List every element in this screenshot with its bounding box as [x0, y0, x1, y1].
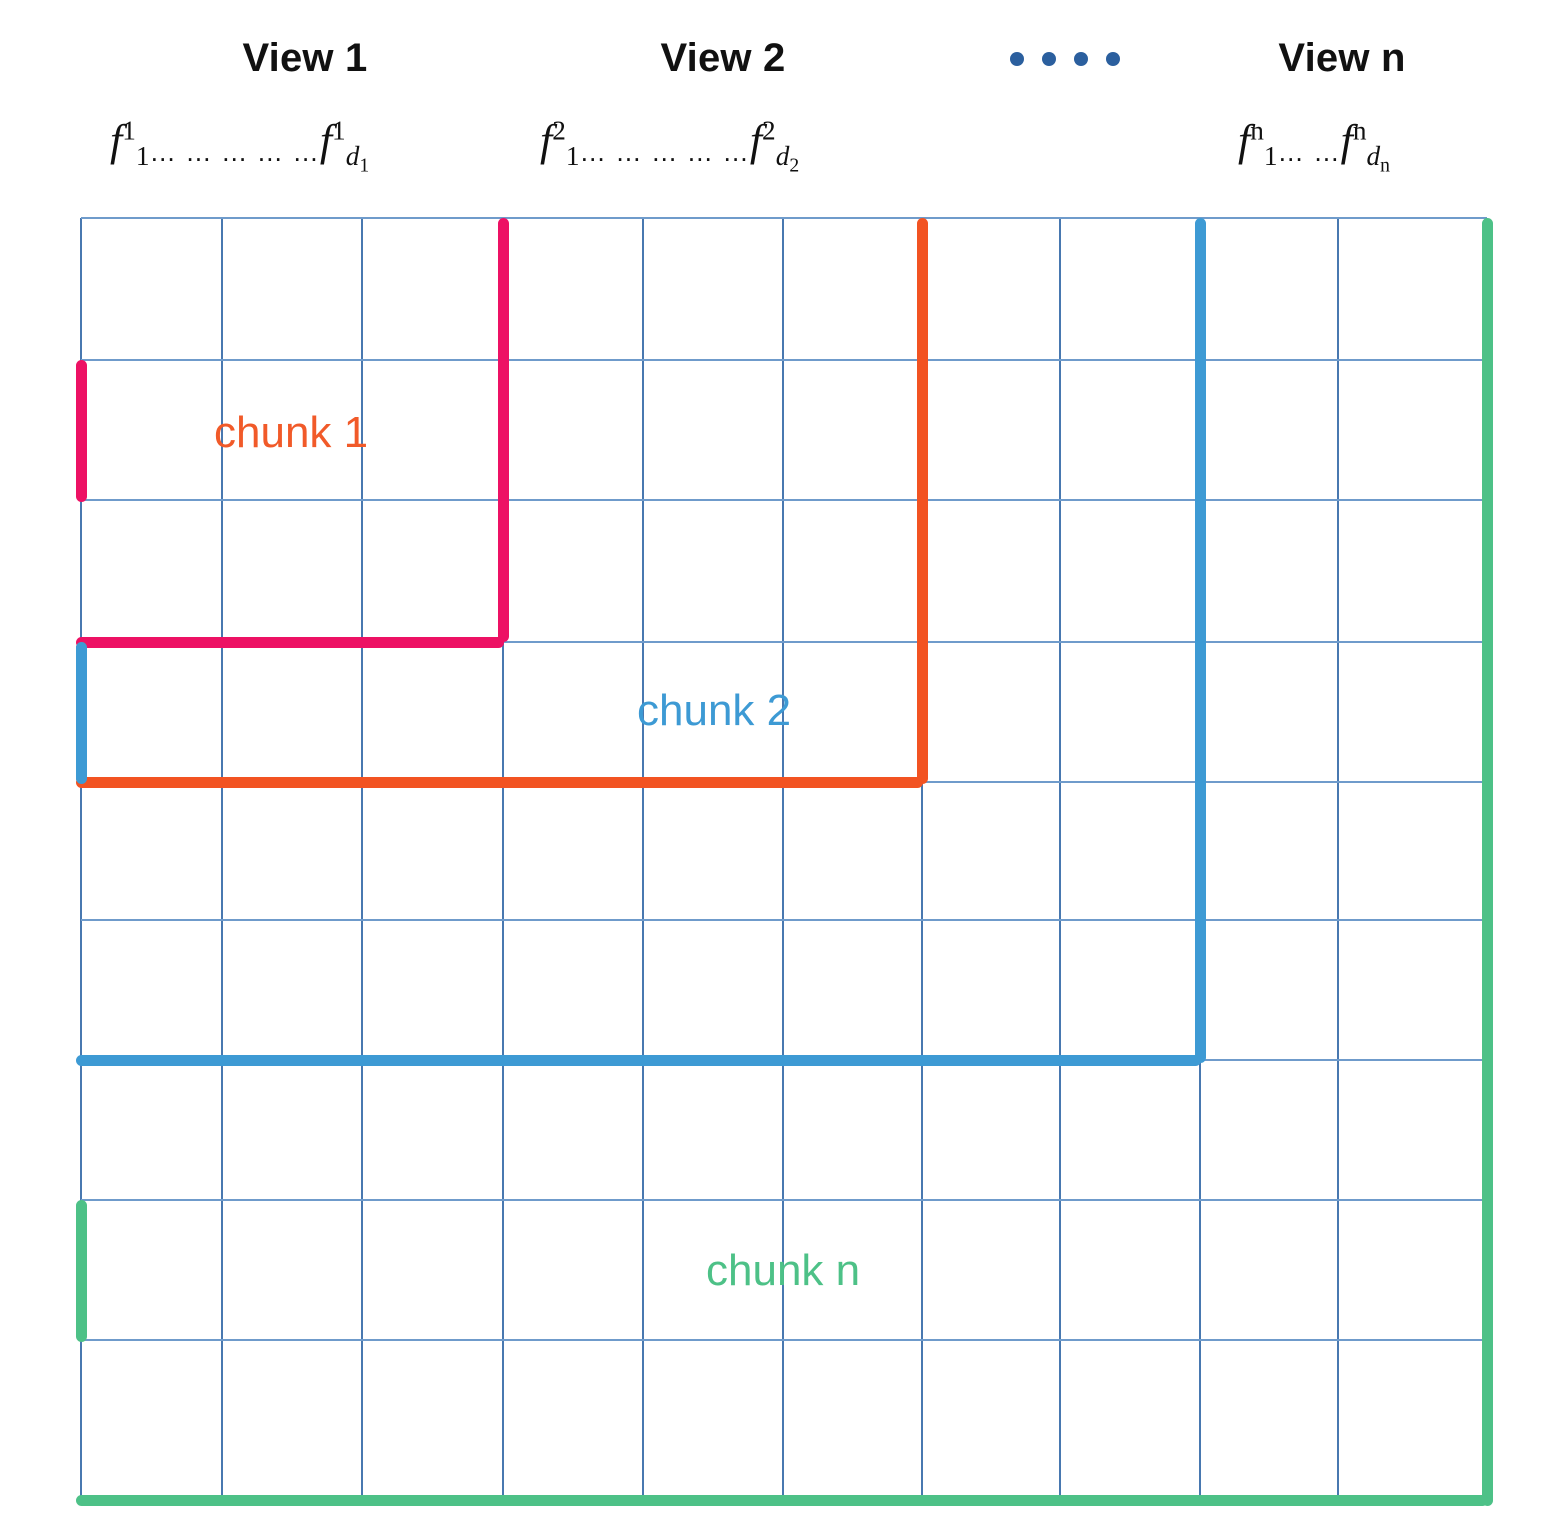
grid-row-line — [81, 641, 1487, 643]
chunk-1-bracket-segment — [497, 218, 509, 642]
chunk-n-bracket-segment — [75, 1200, 87, 1342]
chunk-2-bracket-segment — [75, 776, 923, 788]
grid-row-line — [81, 1339, 1487, 1341]
formula-sup-1: 1 — [122, 115, 136, 146]
chunk-n-label: chunk n — [706, 1246, 861, 1295]
grid-row-line — [81, 217, 1487, 219]
grid-column-line — [1059, 218, 1061, 1500]
chunk-n-bracket-segment — [1481, 218, 1493, 1506]
views-ellipsis-dots — [1010, 52, 1120, 66]
ellipsis-dot — [1074, 52, 1088, 66]
grid-column-line — [782, 218, 784, 1500]
view-title-2: View 2 — [660, 36, 786, 80]
chunk-blue-outer-bracket-segment — [1194, 218, 1206, 1063]
formula-sub-2: 1 — [565, 140, 580, 171]
view-formula-n: fn1… …fndn — [1238, 115, 1390, 175]
formula-f-base-1: f — [110, 116, 123, 165]
view-title-n: View n — [1278, 36, 1406, 80]
grid-row-line — [81, 1199, 1487, 1201]
ellipsis-dot — [1010, 52, 1024, 66]
chunk-n-bracket-segment — [75, 1494, 1488, 1506]
chunk-2-bracket-segment — [916, 218, 928, 784]
formula-sub2-letter-2: d — [775, 140, 790, 171]
formula-sub2-index-2: 2 — [789, 154, 800, 177]
formula-sub2-letter-1: d — [345, 140, 360, 171]
grid-column-line — [921, 218, 923, 1500]
formula-sup-n: n — [1250, 115, 1264, 146]
view-formula-1: f11… … … … …f1d1 — [110, 115, 369, 175]
chunk-1-bracket-segment — [75, 636, 504, 648]
formula-f-base2-1: f — [319, 116, 333, 165]
formula-f-base-n: f — [1238, 116, 1251, 165]
formula-sup-2: 2 — [552, 115, 566, 146]
formula-sub-1: 1 — [135, 140, 150, 171]
formula-sup2-1: 1 — [332, 115, 346, 146]
grid-column-line — [642, 218, 644, 1500]
ellipsis-dot — [1106, 52, 1120, 66]
formula-ellipsis-2: … … … … … — [579, 137, 750, 167]
formula-f-base-2: f — [540, 116, 553, 165]
formula-sub2-n: dn — [1366, 140, 1390, 175]
formula-sub-n: 1 — [1263, 140, 1278, 171]
formula-sub2-1: d1 — [345, 140, 369, 175]
chunk-2-label: chunk 2 — [637, 686, 792, 735]
chunk-1-bracket-segment — [75, 360, 87, 502]
formula-ellipsis-1: … … … … … — [149, 137, 320, 167]
formula-ellipsis-n: … … — [1277, 137, 1341, 167]
chunk-blue-outer-bracket-segment — [75, 1054, 1201, 1066]
chunk-2-accent-segment — [75, 642, 87, 784]
formula-sup2-2: 2 — [762, 115, 776, 146]
formula-sub2-letter-n: d — [1366, 140, 1381, 171]
formula-sub2-index-n: n — [1380, 154, 1390, 177]
grid-column-line — [361, 218, 363, 1500]
grid-column-line — [502, 218, 504, 1500]
grid-row-line — [81, 499, 1487, 501]
grid-column-line — [80, 218, 82, 1500]
view-title-1: View 1 — [242, 36, 368, 80]
grid-column-line — [1337, 218, 1339, 1500]
chunk-1-label: chunk 1 — [214, 408, 369, 457]
formula-f-base2-n: f — [1340, 116, 1353, 165]
ellipsis-dot — [1042, 52, 1056, 66]
view-formula-2: f21… … … … …f2d2 — [540, 115, 799, 175]
formula-sub2-2: d2 — [775, 140, 799, 175]
grid-column-line — [221, 218, 223, 1500]
formula-sub2-index-1: 1 — [359, 154, 370, 177]
formula-sup2-n: n — [1352, 115, 1367, 146]
grid-row-line — [81, 919, 1487, 921]
grid-row-line — [81, 359, 1487, 361]
formula-f-base2-2: f — [749, 116, 763, 165]
